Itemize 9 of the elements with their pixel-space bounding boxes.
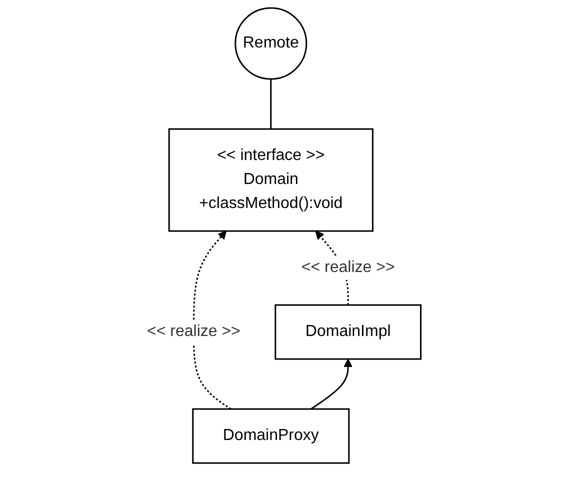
node-circle: Remote <box>234 7 307 80</box>
connector <box>270 79 272 130</box>
node-box: DomainProxy <box>192 408 350 464</box>
node-box: << interface >> Domain +classMethod():void <box>168 128 374 232</box>
arrow <box>310 358 352 410</box>
edge-label: << realize >> <box>300 259 394 276</box>
edge-label: << realize >> <box>146 323 240 340</box>
node-box: DomainImpl <box>274 304 422 360</box>
arrow <box>192 230 231 410</box>
